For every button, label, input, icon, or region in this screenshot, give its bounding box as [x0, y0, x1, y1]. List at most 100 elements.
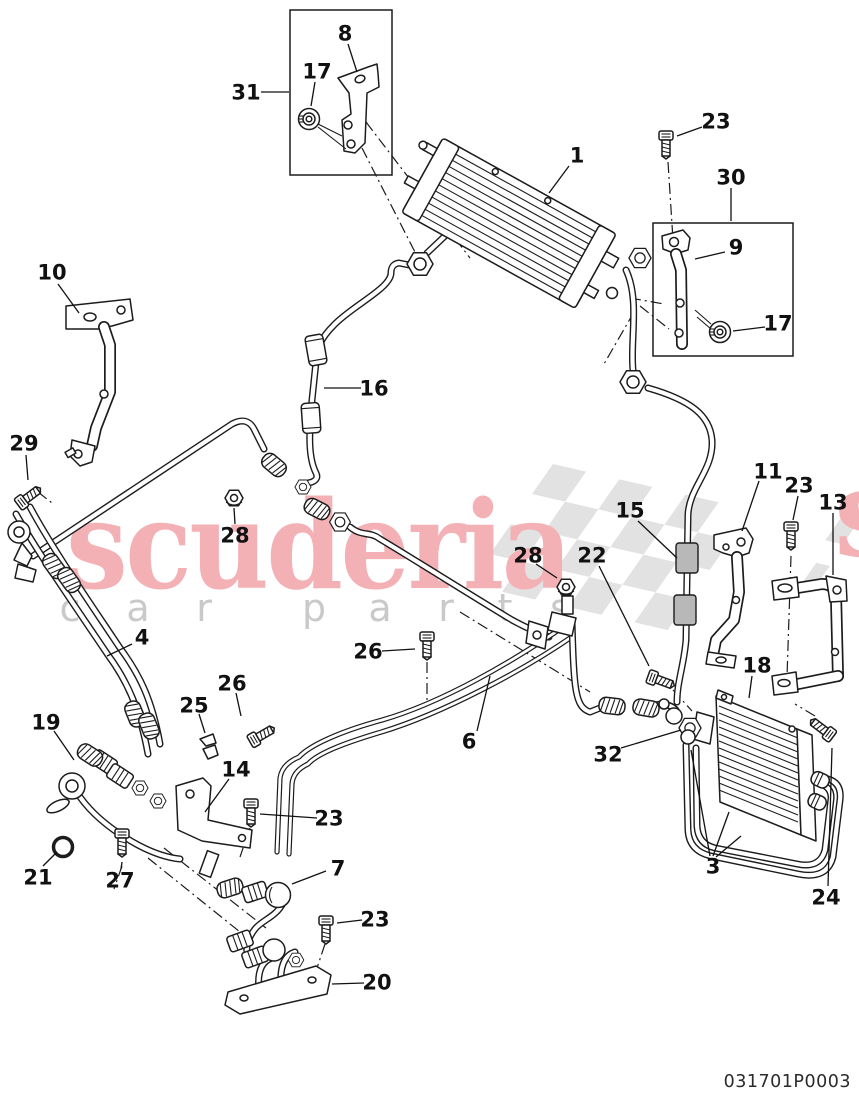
screw-23-right — [783, 521, 799, 551]
callout-7: 7 — [291, 857, 346, 885]
oil-pipe-15 — [622, 266, 716, 706]
callout-18: 18 — [742, 654, 772, 699]
wm-letter: p — [302, 586, 326, 630]
grommet-17-right — [708, 320, 732, 344]
svg-text:10: 10 — [37, 261, 66, 285]
hose-couplings — [39, 449, 683, 742]
callout-23: 23 — [259, 807, 344, 831]
screw-23-mid — [243, 798, 259, 828]
callout-22: 22 — [577, 544, 650, 667]
svg-text:21: 21 — [23, 866, 52, 890]
callout-24: 24 — [811, 747, 841, 910]
svg-text:28: 28 — [220, 524, 249, 548]
bracket-11 — [705, 527, 754, 669]
diagram-part-number: 031701P0003 — [724, 1072, 851, 1092]
svg-text:23: 23 — [314, 807, 343, 831]
svg-text:11: 11 — [753, 460, 782, 484]
svg-text:24: 24 — [811, 886, 840, 910]
callout-21: 21 — [23, 851, 58, 890]
fitting-cluster-32 — [658, 698, 715, 745]
oil-pipe-6-pair — [274, 622, 576, 857]
banjo-eyelet-fitting — [7, 520, 37, 583]
svg-text:7: 7 — [331, 857, 346, 881]
screw-26-left — [245, 721, 279, 749]
svg-text:17: 17 — [763, 312, 792, 336]
callout-17: 17 — [732, 312, 793, 336]
svg-text:4: 4 — [135, 626, 150, 650]
callout-32: 32 — [593, 729, 682, 767]
grommet-17-left — [297, 107, 321, 131]
oil-cooler-1 — [402, 138, 652, 309]
callout-17: 17 — [302, 60, 332, 107]
wm-letter: r — [438, 586, 454, 630]
callout-29: 29 — [9, 432, 39, 481]
nut-28-right — [556, 578, 576, 596]
svg-text:26: 26 — [353, 640, 382, 664]
svg-text:8: 8 — [338, 22, 353, 46]
svg-text:29: 29 — [9, 432, 38, 456]
svg-text:16: 16 — [359, 377, 388, 401]
svg-text:18: 18 — [742, 654, 771, 678]
bracket-13 — [771, 575, 848, 696]
bracket-14 — [175, 777, 253, 849]
callout-10: 10 — [37, 261, 80, 314]
callout-20: 20 — [331, 971, 392, 995]
watermark-brand-text: scuderia — [66, 473, 571, 617]
svg-text:27: 27 — [105, 869, 134, 893]
callout-16: 16 — [324, 377, 389, 401]
svg-text:6: 6 — [462, 730, 477, 754]
callout-27: 27 — [105, 861, 135, 893]
callout-6: 6 — [462, 675, 491, 754]
nut-28-left — [224, 489, 244, 507]
oil-cooler-18 — [715, 689, 833, 842]
callout-9: 9 — [694, 236, 743, 260]
svg-text:20: 20 — [362, 971, 391, 995]
clip-25 — [199, 733, 219, 760]
screw-26-right — [419, 631, 435, 661]
svg-text:26: 26 — [217, 672, 246, 696]
bracket-20 — [224, 965, 332, 1015]
lower-manifold — [225, 928, 305, 970]
callout-14: 14 — [204, 758, 251, 813]
callout-25: 25 — [179, 694, 209, 734]
bracket-10 — [64, 298, 134, 467]
watermark-subtitle-letters: c a r p a r t s — [60, 586, 570, 630]
svg-text:30: 30 — [716, 166, 745, 190]
svg-text:17: 17 — [302, 60, 331, 84]
svg-text:23: 23 — [360, 908, 389, 932]
callout-23: 23 — [676, 110, 731, 137]
wm-letter: t — [498, 586, 513, 630]
bracket-8 — [337, 63, 380, 154]
o-ring-21 — [51, 835, 75, 859]
callout-8: 8 — [338, 22, 358, 73]
callout-3: 3 — [690, 749, 742, 879]
union-nut-16 — [406, 251, 434, 277]
hose-assembly-7 — [198, 849, 292, 909]
callout-30: 30 — [716, 166, 746, 221]
wm-letter: a — [126, 586, 149, 630]
svg-text:23: 23 — [784, 474, 813, 498]
svg-text:32: 32 — [593, 743, 622, 767]
svg-text:25: 25 — [179, 694, 208, 718]
svg-text:31: 31 — [231, 81, 260, 105]
callout-23: 23 — [784, 474, 814, 521]
callout-26: 26 — [353, 640, 416, 664]
manifold-19 — [46, 740, 167, 814]
hose-to-cooler-18 — [568, 618, 680, 716]
callout-layer: 8173112330917101629281123131522284262625… — [9, 22, 847, 995]
callout-19: 19 — [31, 711, 75, 761]
callout-1: 1 — [548, 144, 584, 194]
callout-23: 23 — [336, 908, 390, 932]
callout-15: 15 — [615, 499, 678, 559]
svg-text:15: 15 — [615, 499, 644, 523]
group-boxes — [289, 9, 794, 357]
group-box-31 — [289, 9, 393, 176]
svg-text:3: 3 — [706, 855, 721, 879]
callout-26: 26 — [217, 672, 247, 717]
svg-text:23: 23 — [701, 110, 730, 134]
callout-28: 28 — [513, 544, 558, 579]
screw-22 — [644, 668, 678, 693]
wm-letter: a — [368, 586, 391, 630]
group-box-30 — [652, 222, 794, 357]
